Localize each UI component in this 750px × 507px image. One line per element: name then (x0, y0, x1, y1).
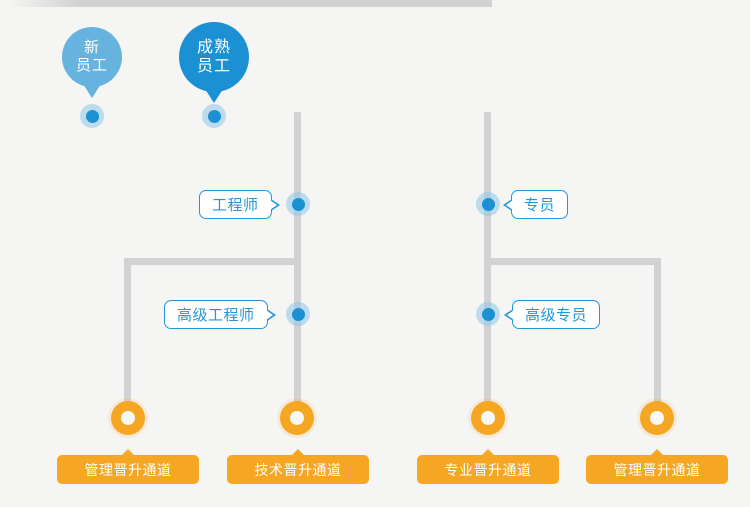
branch-line-management-right-vertical (654, 258, 661, 418)
endpoint-ring-hole (650, 411, 664, 425)
branch-line-right-horizontal (484, 258, 661, 265)
role-label-specialist[interactable]: 专员 (502, 190, 569, 219)
badge-mature-employee-line1: 成熟 (196, 37, 231, 57)
node-dot-senior-specialist[interactable] (476, 302, 500, 326)
channel-chip-management-left[interactable]: 管理晋升通道 (57, 455, 199, 484)
branch-line-engineer-vertical (294, 112, 301, 418)
endpoint-ring-technical[interactable] (277, 398, 317, 438)
role-label-senior-engineer[interactable]: 高级工程师 (164, 300, 275, 329)
role-label-senior-specialist[interactable]: 高级专员 (503, 300, 601, 329)
node-dot-engineer[interactable] (286, 192, 310, 216)
badge-mature-employee[interactable]: 成熟 员工 (179, 22, 249, 92)
badge-new-employee-line1: 新 (83, 38, 100, 57)
trunk-horizontal-line (0, 0, 492, 7)
endpoint-ring-professional[interactable] (468, 398, 508, 438)
channel-chip-professional[interactable]: 专业晋升通道 (417, 455, 559, 484)
badge-mature-employee-line2: 员工 (196, 56, 231, 75)
branch-line-left-horizontal (124, 258, 298, 265)
node-dot-specialist[interactable] (476, 192, 500, 216)
endpoint-ring-management-left[interactable] (108, 398, 148, 438)
endpoint-ring-hole (121, 411, 135, 425)
endpoint-ring-hole (290, 411, 304, 425)
badge-new-employee-line2: 员工 (75, 56, 108, 74)
branch-line-management-left-vertical (124, 258, 131, 418)
node-dot-mature-employee[interactable] (202, 104, 226, 128)
channel-chip-technical[interactable]: 技术晋升通道 (227, 455, 369, 484)
node-dot-new-employee[interactable] (80, 104, 104, 128)
role-label-engineer[interactable]: 工程师 (199, 190, 279, 219)
endpoint-ring-hole (481, 411, 495, 425)
branch-line-specialist-vertical (484, 112, 491, 418)
node-dot-senior-engineer[interactable] (286, 302, 310, 326)
badge-new-employee[interactable]: 新 员工 (62, 27, 122, 87)
endpoint-ring-management-right[interactable] (637, 398, 677, 438)
channel-chip-management-right[interactable]: 管理晋升通道 (586, 455, 728, 484)
